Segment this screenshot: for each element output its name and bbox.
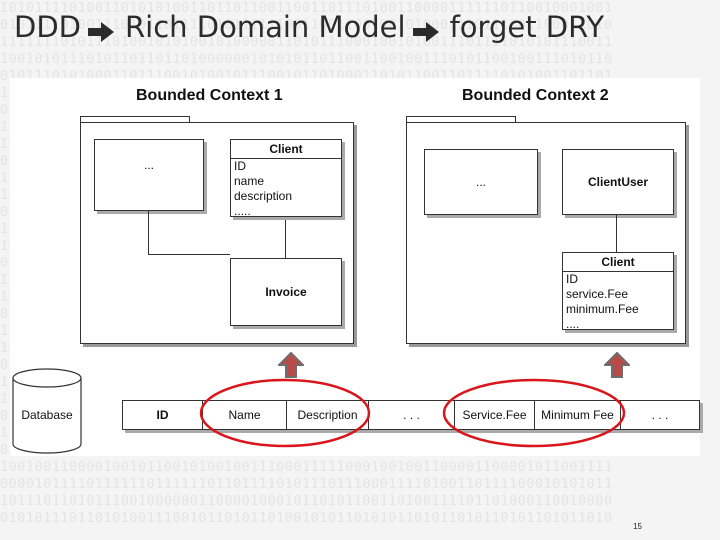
context-2-tab (406, 116, 516, 123)
title-part-rich-domain-model: Rich Domain Model (125, 10, 406, 44)
context-2-ellipsis-box: ... (424, 149, 538, 215)
client-attribute: ID (566, 272, 578, 286)
context-1-invoice-box: Invoice (230, 258, 342, 326)
column-service-fee: Service.Fee (455, 401, 535, 429)
client-attribute: service.Fee (566, 287, 629, 301)
client-class-name: Client (231, 140, 341, 159)
database-cylinder: Database (12, 368, 82, 454)
bounded-context-2-title: Bounded Context 2 (462, 87, 609, 104)
column-ellipsis: . . . (369, 401, 455, 429)
client-attribute: minimum.Fee (566, 302, 639, 316)
client-attribute: ..... (234, 204, 251, 218)
connector-line (616, 214, 617, 252)
column-name: Name (203, 401, 287, 429)
slide-title: DDD Rich Domain Model forget DRY (14, 10, 604, 44)
up-arrow-icon (602, 351, 632, 378)
highlight-ellipse-left (199, 378, 371, 448)
client-attribute: description (234, 189, 293, 203)
context-2-client-class: Client ID service.Fee minimum.Fee .... (562, 252, 674, 331)
highlight-ellipse-right (442, 378, 626, 448)
connector-line (148, 254, 230, 255)
client-class-name: Client (563, 253, 673, 272)
client-attribute: ID (234, 159, 246, 173)
page-number: 15 (633, 522, 642, 531)
column-ellipsis: . . . (651, 408, 669, 422)
up-arrow-icon (276, 351, 306, 378)
connector-line (148, 210, 149, 254)
client-attribute: .... (566, 317, 580, 331)
context-1-tab (80, 116, 190, 123)
column-minimum-fee: Minimum Fee (535, 401, 621, 429)
column-id: ID (123, 401, 203, 429)
title-part-forget-dry: forget DRY (449, 10, 605, 44)
connector-line (285, 215, 286, 258)
title-part-ddd: DDD (14, 10, 81, 44)
client-attribute: name (234, 174, 265, 188)
database-label: Database (21, 408, 73, 422)
context-1-ellipsis-box: ... (94, 139, 204, 211)
context-1-client-class: Client ID name description ..... (230, 139, 342, 218)
context-2-clientuser-box: ClientUser (562, 149, 674, 215)
right-arrow-icon (412, 16, 444, 42)
bounded-context-1-title: Bounded Context 1 (136, 87, 283, 104)
right-arrow-icon (87, 16, 119, 42)
database-table-row: ID Name Description . . . Service.Fee Mi… (122, 400, 700, 430)
